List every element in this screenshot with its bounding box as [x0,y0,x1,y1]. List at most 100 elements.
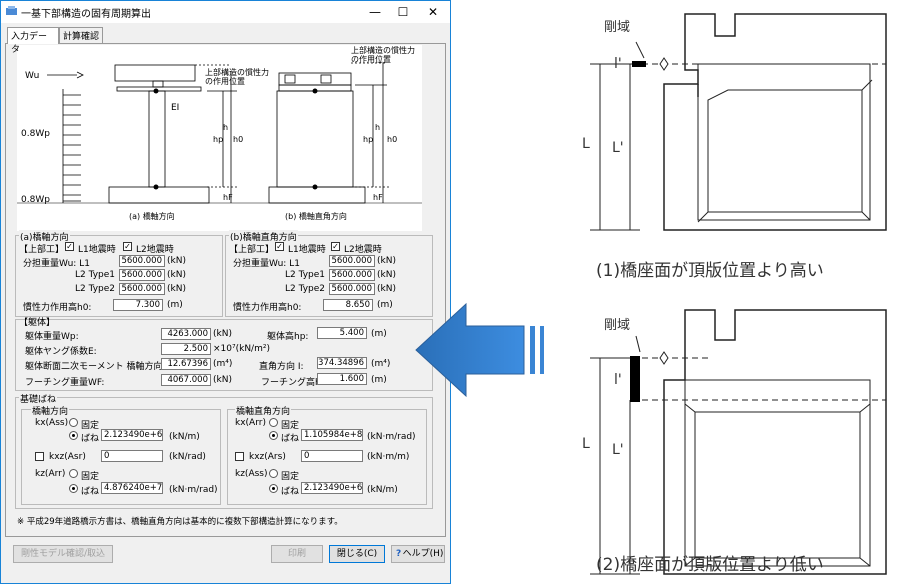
trans-wu-l2t1-input[interactable]: 5600.000 [329,269,375,281]
tab-calc-check[interactable]: 計算確認 [59,27,103,43]
h-label: h [223,123,229,132]
hp-label-b: hp [363,135,374,144]
spring-group-title: 基礎ばね [19,392,58,405]
t-kx-fixed-radio[interactable] [269,418,278,427]
fixed-label: 固定 [281,472,300,482]
trans-wu-label: 分担重量Wu: L1 [233,259,300,269]
body-e-input[interactable]: 2.500 [161,343,211,355]
body-it-input[interactable]: 374.34896 [317,357,367,369]
t-kxz-input[interactable]: 0 [301,450,363,462]
body-wf-input[interactable]: 4067.000 [161,374,211,386]
t-kz-spring-radio[interactable] [269,484,278,493]
spring-axial-group [21,409,221,505]
kx-spring-radio[interactable] [69,431,78,440]
body-wp-input[interactable]: 4263.000 [161,328,211,340]
t-kz-input[interactable]: 2.123490e+6 [301,482,363,494]
rigid-zone-label-top: 剛域 [604,20,631,35]
body-group-title: 【躯体】 [19,318,56,328]
print-button[interactable]: 印刷 [271,545,323,563]
trans-wu-l1-input[interactable]: 5600.000 [329,255,375,267]
body-hf-input[interactable]: 1.600 [317,373,367,385]
kxz-input[interactable]: 0 [101,450,163,462]
unit-label: (kN) [377,270,396,280]
lq-label-bottom: l' [614,372,622,388]
lp-label-bottom: L' [612,442,624,458]
l-label-top: L [582,136,590,152]
trans-wu-l2t2-input[interactable]: 5600.000 [329,283,375,295]
spring-label: ばね [81,434,100,444]
body-hp-input[interactable]: 5.400 [317,327,367,339]
trans-h0-input[interactable]: 8.650 [323,299,373,311]
axial-group [15,235,223,317]
trans-l1-label: L1地震時 [288,245,326,255]
trans-group-title: (b)橋軸直角方向 [229,230,298,243]
kz-input[interactable]: 4.876240e+7 [101,482,163,494]
axial-l1-checkbox[interactable]: ✓ [65,242,74,251]
caption-top: (1)橋座面が頂版位置より高い [596,261,824,281]
title-bar[interactable]: 一基下部構造の固有周期算出 — ☐ ✕ [1,1,450,23]
kz-spring-radio[interactable] [69,484,78,493]
axial-l1-label: L1地震時 [78,245,116,255]
trans-l2-label: L2地震時 [344,245,382,255]
kx-fixed-radio[interactable] [69,418,78,427]
spring-trans-group [227,409,427,505]
axial-l2t2-label: L2 Type2 [75,284,115,294]
spring-label: ばね [281,434,300,444]
unit-label: (kN) [377,284,396,294]
axial-l2-checkbox[interactable]: ✓ [123,242,132,251]
axial-h0-input[interactable]: 7.300 [113,299,163,311]
trans-l2-checkbox[interactable]: ✓ [331,242,340,251]
fixed-label: 固定 [81,472,100,482]
t-kz-fixed-radio[interactable] [269,469,278,478]
body-wp-label: 躯体重量Wp: [25,332,79,342]
unit-label: ×10⁷(kN/m²) [213,344,270,354]
footnote: ※ 平成29年道路橋示方書は、橋軸直角方向は基本的に複数下部構造計算になります。 [17,517,343,527]
wu-label: Wu [25,71,40,81]
trans-group [225,235,433,317]
kx-label: kx(Ass) [35,418,69,428]
minimize-button[interactable]: — [369,5,381,19]
axial-l2t1-label: L2 Type1 [75,270,115,280]
hf-label-b: hF [373,193,383,202]
close-window-button[interactable]: ✕ [427,5,439,19]
maximize-button[interactable]: ☐ [397,5,409,19]
axial-upper-label: 【上部工】 [19,245,65,255]
t-kxz-checkbox[interactable] [235,452,244,461]
axial-wu-l2t1-input[interactable]: 5600.000 [119,269,165,281]
unit-label: (kN·m/rad) [169,485,218,495]
unit-label: (kN) [377,256,396,266]
help-button[interactable]: ? ヘルプ(H) [391,545,445,563]
inertia-label-b2: の作用位置 [351,55,391,64]
tab-input-data[interactable]: 入力データ [7,27,59,55]
unit-label: (kN/m) [367,485,398,495]
h0-label-b: h0 [387,135,398,144]
kz-fixed-radio[interactable] [69,469,78,478]
axial-wu-l1-input[interactable]: 5600.000 [119,255,165,267]
unit-label: (m) [377,300,393,310]
h-label-b: h [375,123,381,132]
model-check-button[interactable]: 剛性モデル確認/取込 [13,545,113,563]
t-kx-input[interactable]: 1.105984e+8 [301,429,363,441]
trans-l2t2-label: L2 Type2 [285,284,325,294]
unit-label: (kN/rad) [169,452,206,462]
trans-l1-checkbox[interactable]: ✓ [275,242,284,251]
hf-label: hF [223,193,233,202]
t-kx-spring-radio[interactable] [269,431,278,440]
body-it-label: 直角方向 I: [259,362,304,372]
axial-h0-label: 慣性力作用高h0: [23,303,92,313]
inertia-label-b: 上部構造の慣性力 [351,46,415,55]
unit-label: (m⁴) [371,359,391,369]
lp-label-top: L' [612,140,624,156]
lq-label-top: l' [614,56,622,72]
axial-wu-l2t2-input[interactable]: 5600.000 [119,283,165,295]
spring-group [15,397,433,509]
kx-input[interactable]: 2.123490e+6 [101,429,163,441]
body-i-input[interactable]: 12.67396 [161,358,211,370]
t-kxz-label: kxz(Ars) [249,452,286,462]
body-hf-label: フーチング高hF: [261,378,329,388]
diagram-caption-a: (a) 橋軸方向 [129,212,175,221]
spring-label: ばね [281,487,300,497]
help-icon: ? [396,549,402,559]
close-button[interactable]: 閉じる(C) [329,545,385,563]
kxz-checkbox[interactable] [35,452,44,461]
